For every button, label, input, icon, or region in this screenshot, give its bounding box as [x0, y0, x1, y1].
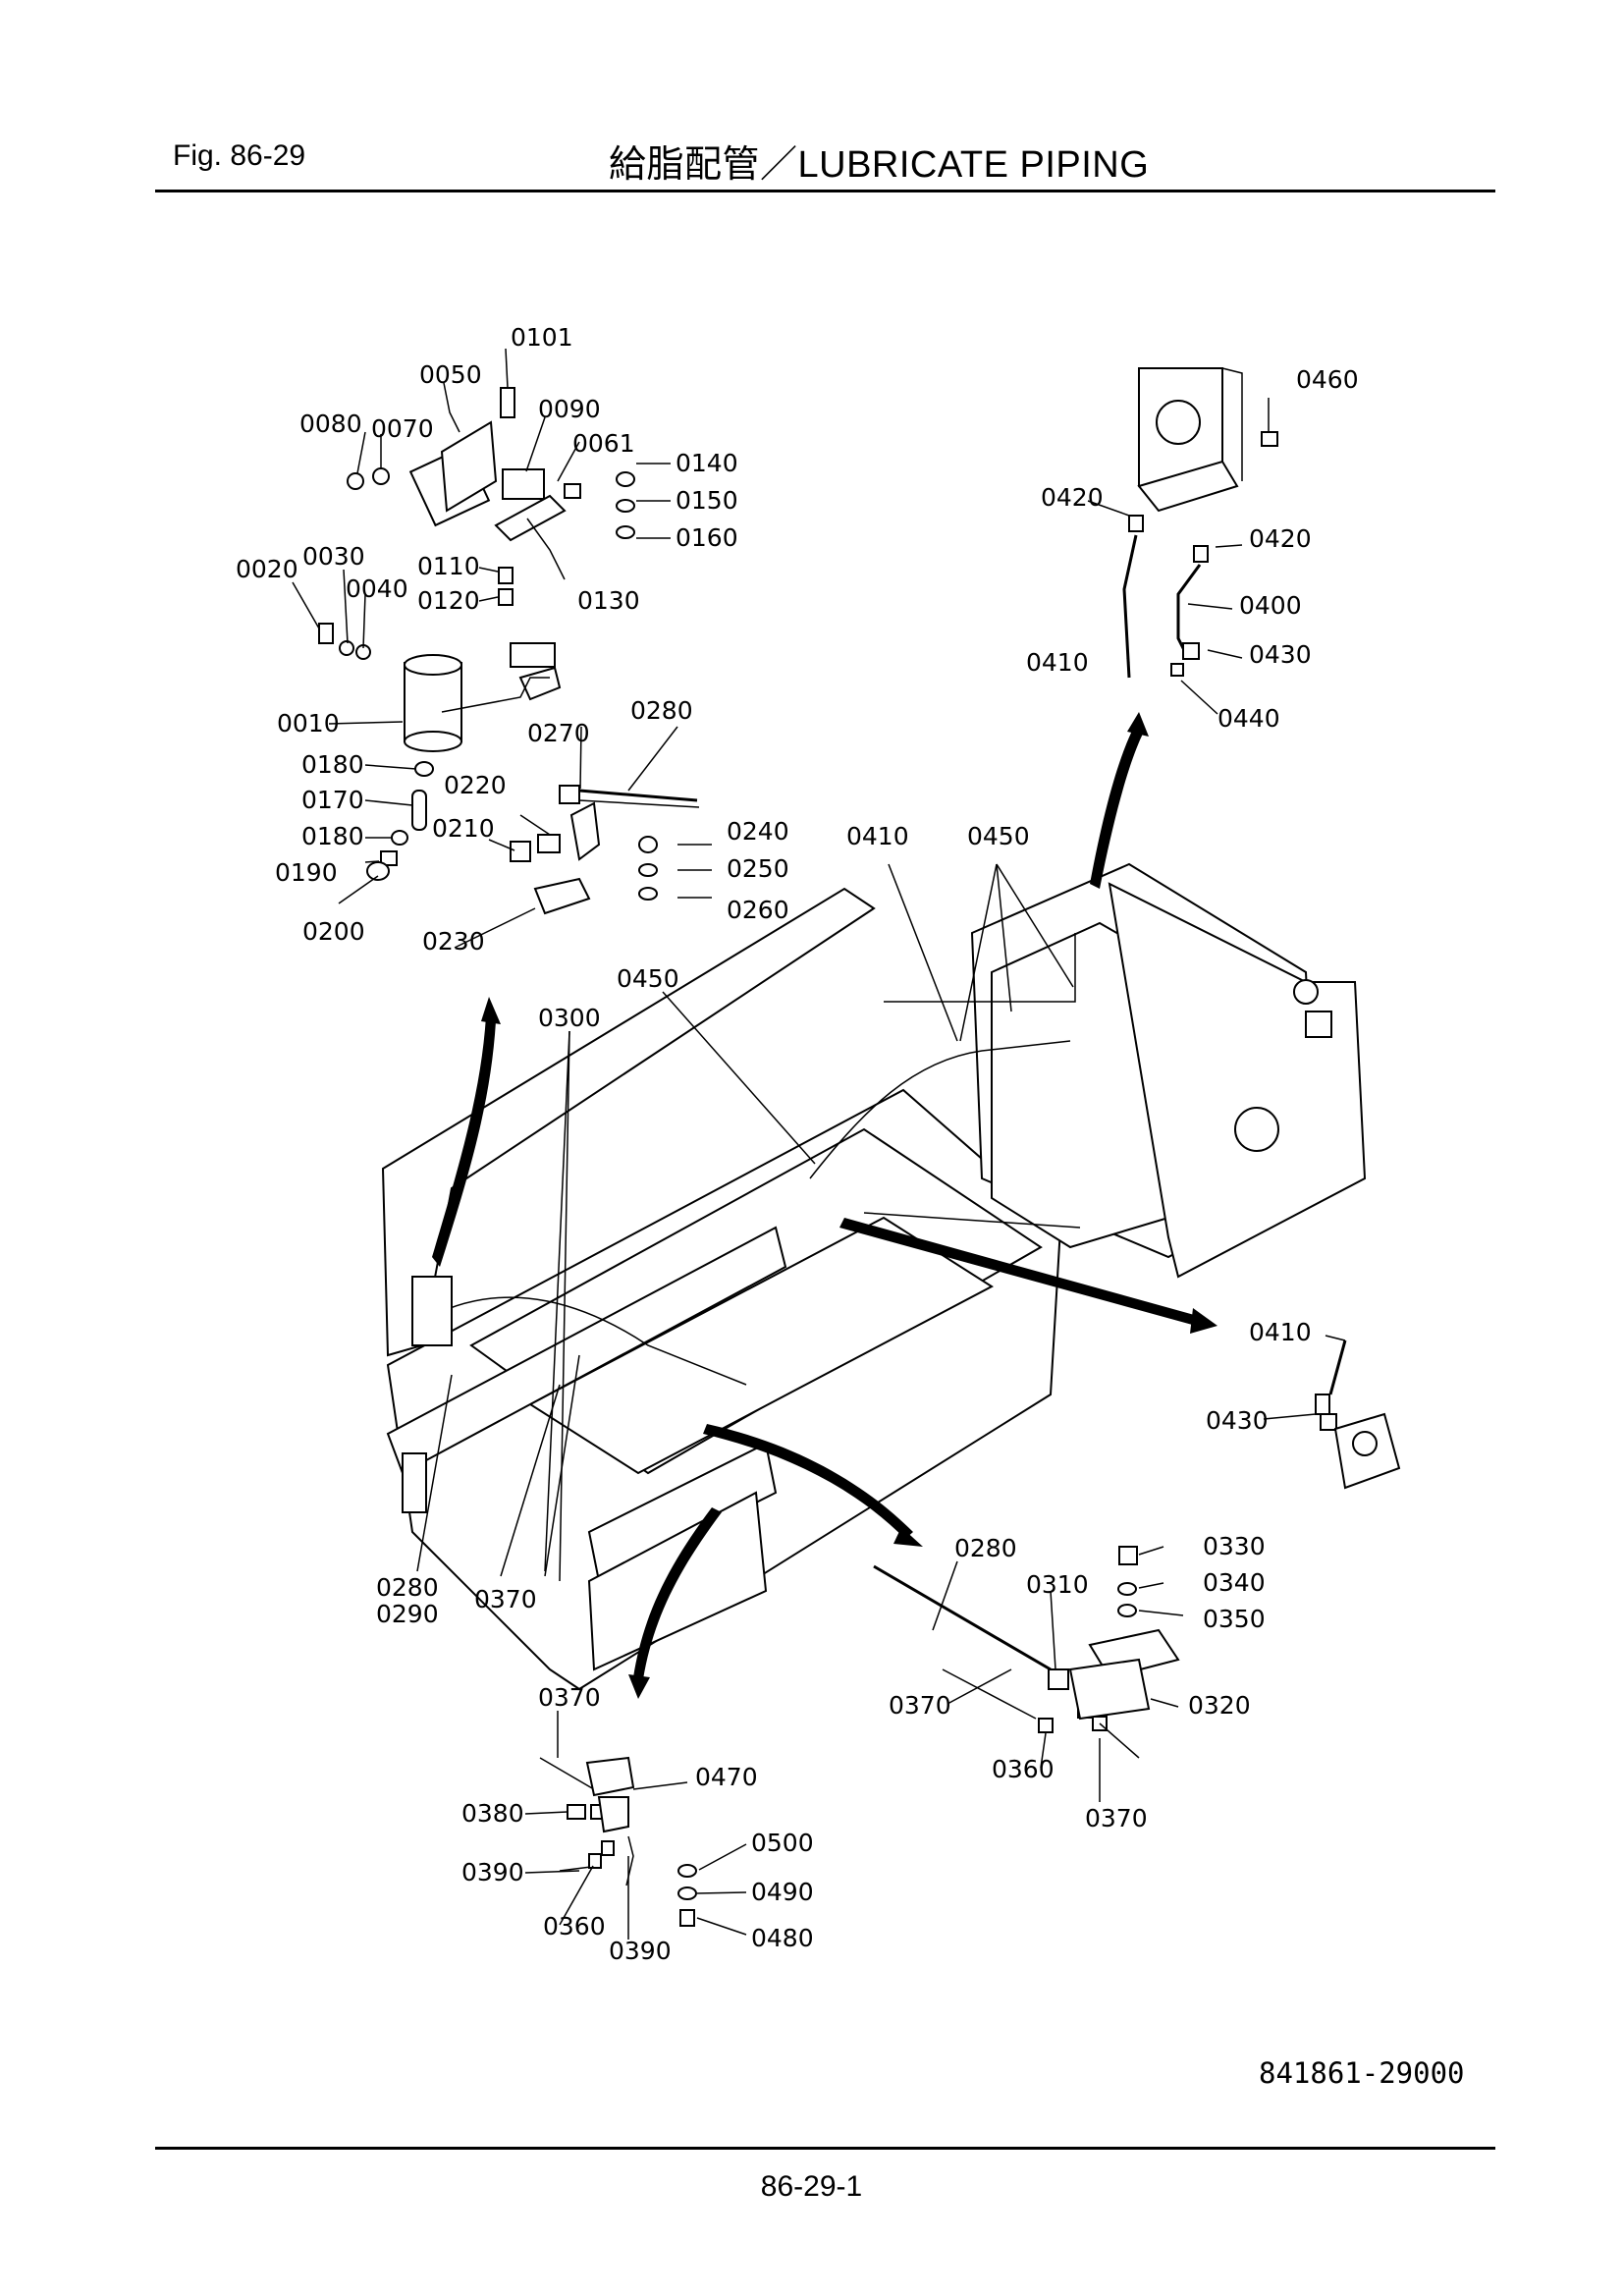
- part-label: 0450: [617, 964, 679, 993]
- part-label: 0061: [572, 429, 635, 458]
- part-label: 0040: [346, 574, 408, 603]
- part-label: 0150: [676, 486, 738, 515]
- figure-number: Fig. 86-29: [173, 139, 306, 172]
- part-label: 0400: [1239, 591, 1302, 620]
- part-label: 0440: [1217, 704, 1280, 733]
- part-label: 0410: [1249, 1318, 1312, 1346]
- leader-lines: [292, 348, 1346, 1940]
- part-label: 0190: [275, 858, 338, 887]
- part-label: 0170: [301, 786, 364, 814]
- part-label: 0410: [1026, 648, 1089, 677]
- part-label: 0250: [727, 854, 789, 883]
- lower-right-detail: [873, 1339, 1401, 1759]
- page-number: 86-29-1: [760, 2170, 863, 2203]
- part-label: 0390: [461, 1858, 524, 1886]
- part-label: 0360: [992, 1755, 1055, 1783]
- part-label: 0280: [376, 1573, 439, 1602]
- part-label: 0370: [1085, 1804, 1148, 1832]
- part-label: 0360: [543, 1912, 606, 1941]
- part-label: 0240: [727, 817, 789, 846]
- page-header: Fig. 86-29 給脂配管／LUBRICATE PIPING: [0, 0, 1623, 196]
- upper-right-detail: [1122, 367, 1278, 679]
- part-label: 0110: [417, 552, 480, 580]
- part-label: 0410: [846, 822, 909, 850]
- part-label: 0220: [444, 771, 507, 799]
- part-label: 0260: [727, 896, 789, 924]
- grease-pump-group: [318, 387, 700, 915]
- part-label: 0450: [967, 822, 1030, 850]
- part-label: 0140: [676, 449, 738, 477]
- part-label: 0430: [1249, 640, 1312, 669]
- part-label: 0030: [302, 542, 365, 571]
- part-label: 0010: [277, 709, 340, 738]
- header-rule: [155, 190, 1495, 192]
- part-label: 0300: [538, 1004, 601, 1032]
- part-label: 0090: [538, 395, 601, 423]
- part-label: 0180: [301, 750, 364, 779]
- part-label: 0120: [417, 586, 480, 615]
- part-label: 0210: [432, 814, 495, 843]
- part-label: 0020: [236, 555, 298, 583]
- part-label: 0320: [1188, 1691, 1251, 1720]
- part-label: 0180: [301, 822, 364, 850]
- part-label: 0460: [1296, 365, 1359, 394]
- part-label: 0430: [1206, 1406, 1269, 1435]
- part-label: 0420: [1249, 524, 1312, 553]
- part-label: 0280: [954, 1534, 1017, 1562]
- part-labels: 0101 0050 0090 0080 0070 0061 0140 0150 …: [236, 323, 1359, 1965]
- part-label: 0280: [630, 696, 693, 725]
- part-label: 0370: [474, 1585, 537, 1613]
- lower-left-detail: [539, 1756, 697, 1927]
- part-label: 0330: [1203, 1532, 1266, 1560]
- part-label: 0310: [1026, 1570, 1089, 1599]
- part-label: 0470: [695, 1763, 758, 1791]
- part-label: 0270: [527, 719, 590, 747]
- part-label: 0200: [302, 917, 365, 946]
- document-number: 841861-29000: [1259, 2056, 1465, 2090]
- part-label: 0380: [461, 1799, 524, 1828]
- part-label: 0130: [577, 586, 640, 615]
- part-label: 0160: [676, 523, 738, 552]
- part-label: 0080: [299, 410, 362, 438]
- part-label: 0390: [609, 1937, 672, 1965]
- part-label: 0370: [889, 1691, 951, 1720]
- part-label: 0101: [511, 323, 573, 352]
- part-label: 0480: [751, 1924, 814, 1952]
- part-label: 0350: [1203, 1605, 1266, 1633]
- part-label: 0230: [422, 927, 485, 956]
- page-title: 給脂配管／LUBRICATE PIPING: [609, 144, 1150, 186]
- part-label: 0050: [419, 360, 482, 389]
- part-label: 0340: [1203, 1568, 1266, 1597]
- chassis-frame: [381, 862, 1367, 1691]
- part-label: 0290: [376, 1600, 439, 1628]
- footer-rule: [155, 2147, 1495, 2150]
- part-label: 0500: [751, 1829, 814, 1857]
- part-label: 0490: [751, 1878, 814, 1906]
- part-label: 0420: [1041, 483, 1104, 512]
- callout-arrows: [432, 712, 1217, 1699]
- part-label: 0070: [371, 414, 434, 443]
- part-label: 0370: [538, 1683, 601, 1712]
